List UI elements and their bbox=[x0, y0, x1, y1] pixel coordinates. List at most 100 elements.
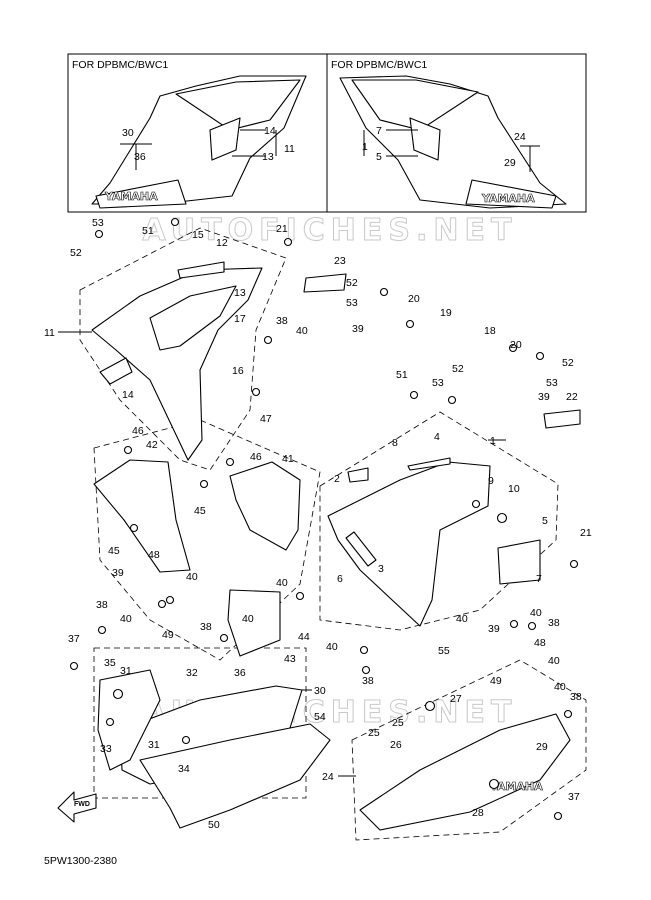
clip-2 bbox=[347, 467, 369, 483]
callout-33: 33 bbox=[100, 743, 112, 755]
callout-26: 26 bbox=[390, 739, 402, 751]
yamaha-decal-right: YAMAHA bbox=[481, 192, 535, 205]
callout-1b: 1 bbox=[490, 435, 496, 447]
callout-52c: 52 bbox=[452, 363, 464, 375]
callout-38: 38 bbox=[96, 599, 108, 611]
under-cowl-24-assembly bbox=[359, 713, 571, 831]
drawing-code: 5PW1300-2380 bbox=[44, 855, 117, 867]
callout-3: 3 bbox=[378, 563, 384, 575]
callout-46b: 46 bbox=[250, 451, 262, 463]
callout-53: 53 bbox=[92, 217, 104, 229]
callout-5b: 5 bbox=[542, 515, 548, 527]
cowl-upper-left-detail bbox=[175, 79, 301, 131]
callout-13: 13 bbox=[262, 151, 274, 163]
callout-40b: 40 bbox=[120, 613, 132, 625]
trim-6 bbox=[345, 531, 377, 567]
callout-40h: 40 bbox=[326, 641, 338, 653]
callout-32: 32 bbox=[186, 667, 198, 679]
callouts: 1 1 2 3 4 5 5 6 7 7 8 9 10 11 11 12 13 1… bbox=[44, 125, 592, 831]
decal-panel-right bbox=[465, 179, 557, 209]
callout-38d: 38 bbox=[548, 617, 560, 629]
callout-53d: 53 bbox=[546, 377, 558, 389]
callout-20: 20 bbox=[408, 293, 420, 305]
detail-box-right-header: FOR DPBMC/BWC1 bbox=[331, 59, 427, 71]
callout-27: 27 bbox=[450, 693, 462, 705]
callout-52b: 52 bbox=[346, 277, 358, 289]
callout-52d: 52 bbox=[562, 357, 574, 369]
under-cowl-50 bbox=[139, 723, 331, 829]
callout-15: 15 bbox=[192, 229, 204, 241]
callout-40c: 40 bbox=[242, 613, 254, 625]
callout-42: 42 bbox=[146, 439, 158, 451]
cowl-upper-right-detail bbox=[351, 79, 479, 131]
strip-4 bbox=[407, 457, 451, 471]
callout-48: 48 bbox=[148, 549, 160, 561]
callout-19: 19 bbox=[440, 307, 452, 319]
watermark-top: AUTOFICHES.NET bbox=[143, 213, 518, 248]
callout-40: 40 bbox=[186, 571, 198, 583]
callout-39: 39 bbox=[112, 567, 124, 579]
callout-39b: 39 bbox=[352, 323, 364, 335]
inner-panel-41 bbox=[229, 461, 301, 551]
callout-25: 25 bbox=[392, 717, 404, 729]
callout-49: 49 bbox=[162, 629, 174, 641]
callout-1: 1 bbox=[362, 141, 368, 153]
callout-38c: 38 bbox=[276, 315, 288, 327]
callout-4: 4 bbox=[434, 431, 440, 443]
callout-39d: 39 bbox=[488, 623, 500, 635]
duct-cover-43 bbox=[227, 589, 281, 657]
callout-2: 2 bbox=[334, 473, 340, 485]
group-outline-30 bbox=[93, 647, 307, 799]
callout-43: 43 bbox=[284, 653, 296, 665]
callout-29b: 29 bbox=[536, 741, 548, 753]
callout-24: 24 bbox=[514, 131, 526, 143]
bracket-12 bbox=[177, 261, 225, 279]
callout-12: 12 bbox=[216, 237, 228, 249]
callout-38e: 38 bbox=[362, 675, 374, 687]
callout-49b: 49 bbox=[490, 675, 502, 687]
detail-box-left: FOR DPBMC/BWC1 YAMAHA bbox=[67, 53, 328, 213]
callout-38b: 38 bbox=[200, 621, 212, 633]
detail-box-left-header: FOR DPBMC/BWC1 bbox=[72, 59, 168, 71]
callout-24b: 24 bbox=[322, 771, 334, 783]
bracket-23 bbox=[303, 273, 347, 293]
inner-panel-42 bbox=[93, 459, 191, 573]
callout-37: 37 bbox=[68, 633, 80, 645]
callout-36: 36 bbox=[134, 151, 146, 163]
callout-55: 55 bbox=[438, 645, 450, 657]
yamaha-decal-left: YAMAHA bbox=[104, 190, 158, 203]
callout-21: 21 bbox=[276, 223, 288, 235]
callout-30b: 30 bbox=[314, 685, 326, 697]
callout-53c: 53 bbox=[432, 377, 444, 389]
group-outline-24 bbox=[351, 659, 587, 841]
callout-45b: 45 bbox=[108, 545, 120, 557]
yamaha-decal-under: YAMAHA bbox=[489, 780, 543, 793]
group-outline-42 bbox=[93, 419, 321, 661]
callout-9: 9 bbox=[488, 475, 494, 487]
cowl-vent-right-detail bbox=[409, 117, 441, 161]
callout-50: 50 bbox=[208, 819, 220, 831]
callout-29: 29 bbox=[504, 157, 516, 169]
detail-box-right: FOR DPBMC/BWC1 YAMAHA bbox=[326, 53, 587, 213]
callout-31: 31 bbox=[120, 665, 132, 677]
callout-10: 10 bbox=[508, 483, 520, 495]
callout-40f: 40 bbox=[456, 613, 468, 625]
callout-7: 7 bbox=[376, 125, 382, 137]
callout-13b: 13 bbox=[234, 287, 246, 299]
callout-28: 28 bbox=[472, 807, 484, 819]
callout-11: 11 bbox=[284, 143, 295, 155]
callout-53b: 53 bbox=[346, 297, 358, 309]
callout-48b: 48 bbox=[534, 637, 546, 649]
callout-36b: 36 bbox=[234, 667, 246, 679]
callout-40e: 40 bbox=[296, 325, 308, 337]
fwd-arrow-icon: FWD bbox=[57, 791, 97, 823]
callout-21b: 21 bbox=[580, 527, 592, 539]
callout-23: 23 bbox=[334, 255, 346, 267]
callout-34: 34 bbox=[178, 763, 190, 775]
callout-25b: 25 bbox=[368, 727, 380, 739]
callout-37b: 37 bbox=[568, 791, 580, 803]
callout-7b: 7 bbox=[536, 573, 542, 585]
callout-40g: 40 bbox=[530, 607, 542, 619]
